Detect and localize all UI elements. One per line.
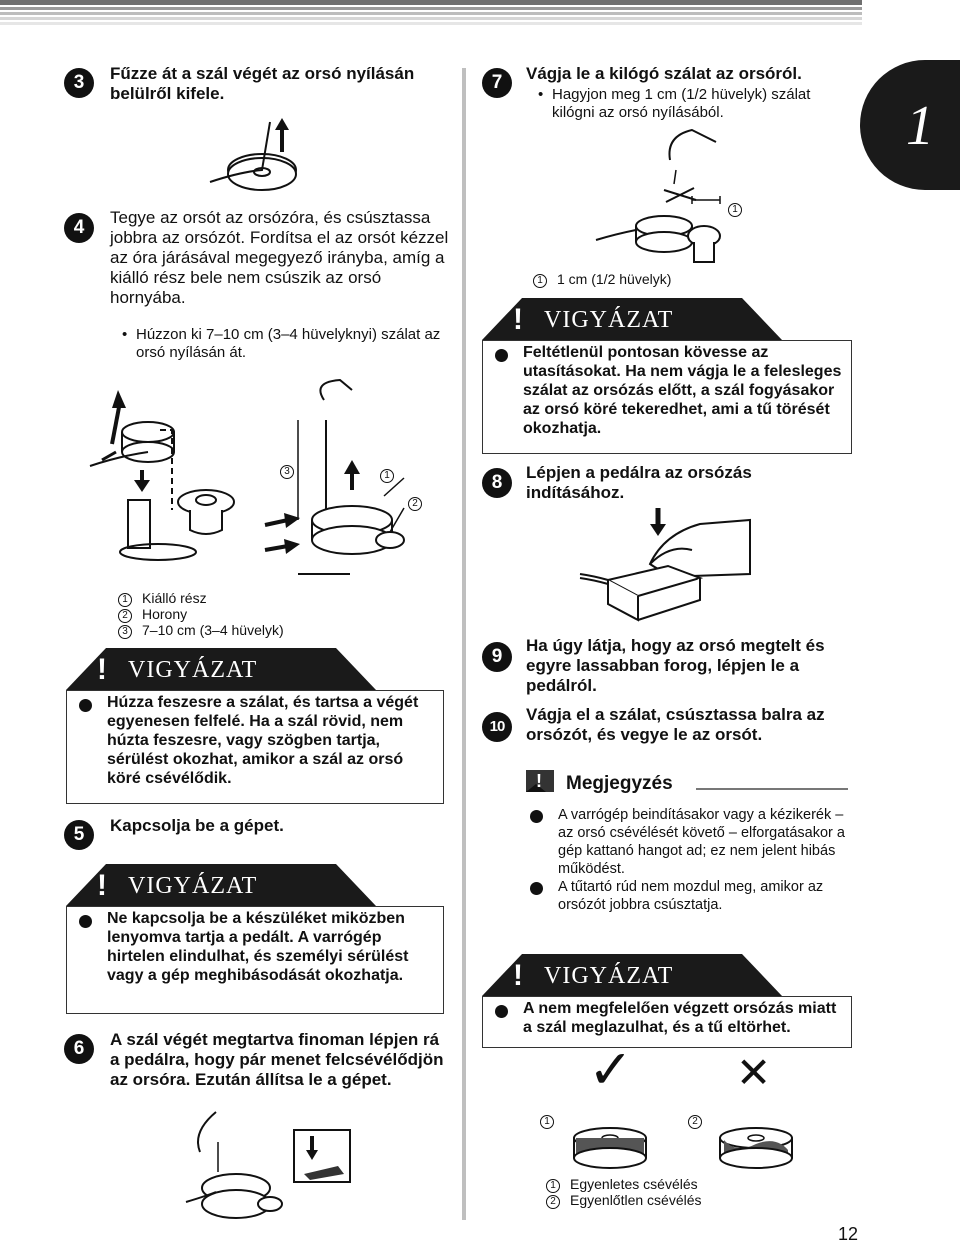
chapter-tab: 1 xyxy=(860,60,960,190)
step-7-text: Vágja le a kilógó szálat az orsóról. xyxy=(526,64,802,83)
column-divider xyxy=(462,68,466,1220)
warning-2-title: VIGYÁZAT xyxy=(128,873,258,899)
note-item-1: A varrógép beindításakor vagy a kézikeré… xyxy=(558,807,845,877)
warning-icon: ! xyxy=(97,869,107,902)
warning-1-text: Húzza feszesre a szálat, és tartsa a vég… xyxy=(107,694,419,787)
note-title: Megjegyzés xyxy=(566,773,673,794)
callout-3-marker: 3 xyxy=(280,462,304,479)
bobbin-winder-illustration xyxy=(90,380,450,580)
bobbin-thread-illustration xyxy=(200,118,320,202)
step-4-text: Tegye az orsót az orsózóra, és csúsztass… xyxy=(110,208,449,307)
uneven-bobbin-icon xyxy=(716,1124,796,1174)
step-6-badge: 6 xyxy=(64,1034,94,1064)
bobbin-2-marker: 2 xyxy=(688,1112,712,1129)
warning-icon: ! xyxy=(513,959,523,992)
page-number: 12 xyxy=(838,1224,859,1244)
warning-1-box: Húzza feszesre a szálat, és tartsa a vég… xyxy=(66,690,444,804)
chapter-number: 1 xyxy=(906,95,934,157)
note-bullet-1 xyxy=(530,810,543,823)
step-8-badge: 8 xyxy=(482,468,512,498)
warning-icon: ! xyxy=(97,653,107,686)
warning-3-banner: ! VIGYÁZAT xyxy=(482,298,782,340)
warning-4-text: A nem megfelelően végzett orsózás miatt … xyxy=(523,1000,837,1036)
warning-1-banner: ! VIGYÁZAT xyxy=(66,648,376,690)
note-rule xyxy=(696,788,848,790)
note-bullet-2 xyxy=(530,882,543,895)
warning-icon: ! xyxy=(513,303,523,336)
step-9-text: Ha úgy látja, hogy az orsó megtelt és eg… xyxy=(526,636,825,695)
warning-4-title: VIGYÁZAT xyxy=(544,963,674,989)
thread-cut-illustration xyxy=(596,130,756,270)
step-3-text: Fűzze át a szál végét az orsó nyílásán b… xyxy=(110,64,415,103)
warning-3-box: Feltétlenül pontosan kövesse az utasítás… xyxy=(482,340,852,454)
step-5-text: Kapcsolja be a gépet. xyxy=(110,816,284,835)
svg-text:!: ! xyxy=(536,771,542,791)
pedal-bobbin-illustration xyxy=(186,1112,386,1222)
step-7-badge: 7 xyxy=(482,68,512,98)
callout-2-marker: 2 xyxy=(408,494,432,511)
bobbin-1-marker: 1 xyxy=(540,1112,564,1129)
note-icon: ! xyxy=(526,770,554,792)
check-mark-icon: ✓ xyxy=(588,1040,634,1100)
foot-pedal-illustration xyxy=(580,504,760,624)
step-4-bullet: Húzzon ki 7–10 cm (3–4 hüvelyknyi) szála… xyxy=(122,326,446,362)
cross-mark-icon: ✕ xyxy=(736,1049,772,1096)
warning-4-banner: ! VIGYÁZAT xyxy=(482,954,782,996)
warning-2-text: Ne kapcsolja be a készüléket miközben le… xyxy=(107,910,409,984)
warning-3-text: Feltétlenül pontosan kövesse az utasítás… xyxy=(523,344,842,437)
even-bobbin-icon xyxy=(570,1124,650,1174)
note-item-2: A tűtartó rúd nem mozdul meg, amikor az … xyxy=(558,879,824,913)
header-stripes xyxy=(0,0,862,32)
step-10-text: Vágja el a szálat, csúsztassa balra az o… xyxy=(526,705,825,744)
step-6-text: A szál végét megtartva finoman lépjen rá… xyxy=(110,1030,444,1089)
warning-2-banner: ! VIGYÁZAT xyxy=(66,864,376,906)
step-7-bullet: Hagyjon meg 1 cm (1/2 hüvelyk) szálat ki… xyxy=(538,86,842,122)
step-4-badge: 4 xyxy=(64,213,94,243)
warning-1-title: VIGYÁZAT xyxy=(128,657,258,683)
step-9-badge: 9 xyxy=(482,642,512,672)
step-10-badge: 10 xyxy=(482,712,512,742)
step-5-badge: 5 xyxy=(64,820,94,850)
warning-4-box: A nem megfelelően végzett orsózás miatt … xyxy=(482,996,852,1048)
step-8-text: Lépjen a pedálra az orsózás indításához. xyxy=(526,463,752,502)
warning-2-box: Ne kapcsolja be a készüléket miközben le… xyxy=(66,906,444,1014)
callout-1-marker: 1 xyxy=(380,466,404,483)
step-3-badge: 3 xyxy=(64,68,94,98)
warning-3-title: VIGYÁZAT xyxy=(544,307,674,333)
step-7-callout-marker: 1 xyxy=(728,200,752,217)
